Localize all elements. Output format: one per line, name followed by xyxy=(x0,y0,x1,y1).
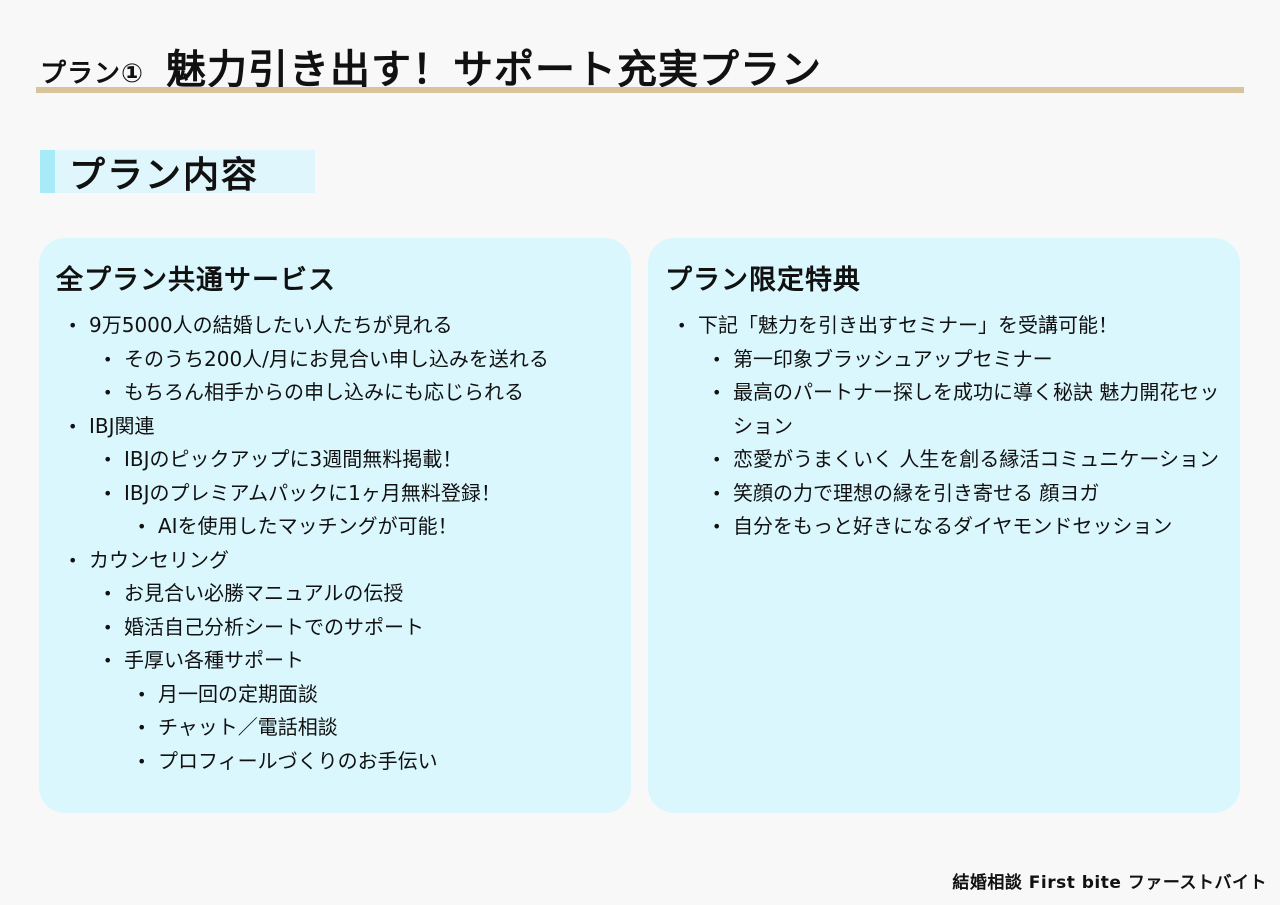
list-item: 自分をもっと好きになるダイヤモンドセッション xyxy=(648,510,1230,544)
list-item: 最高のパートナー探しを成功に導く秘訣 魅力開花セッション xyxy=(648,376,1230,443)
list-item: もちろん相手からの申し込みにも応じられる xyxy=(39,376,621,410)
list-item: 第一印象ブラッシュアップセミナー xyxy=(648,343,1230,377)
list-item: 婚活自己分析シートでのサポート xyxy=(39,611,621,645)
list-item: 下記「魅力を引き出すセミナー」を受講可能！ xyxy=(648,309,1230,343)
list-item: 手厚い各種サポート xyxy=(39,644,621,678)
list-item: 恋愛がうまくいく 人生を創る縁活コミュニケーション xyxy=(648,443,1230,477)
page-title-row: プラン① 魅力引き出す！サポート充実プラン xyxy=(40,40,1244,95)
plan-benefits-card: プラン限定特典 下記「魅力を引き出すセミナー」を受講可能！第一印象ブラッシュアッ… xyxy=(648,238,1240,813)
card-title: 全プラン共通サービス xyxy=(56,265,336,296)
list-item: 9万5000人の結婚したい人たちが見れる xyxy=(39,309,621,343)
list-item: お見合い必勝マニュアルの伝授 xyxy=(39,577,621,611)
card-title: プラン限定特典 xyxy=(665,265,861,296)
list-item: そのうち200人/月にお見合い申し込みを送れる xyxy=(39,343,621,377)
list-item: 笑顔の力で理想の縁を引き寄せる 顔ヨガ xyxy=(648,477,1230,511)
common-services-list: 9万5000人の結婚したい人たちが見れるそのうち200人/月にお見合い申し込みを… xyxy=(39,309,621,778)
footer-brand: 結婚相談 First bite ファーストバイト xyxy=(952,873,1267,893)
title-underline xyxy=(36,87,1244,93)
list-item: チャット／電話相談 xyxy=(39,711,621,745)
section-heading: プラン内容 xyxy=(40,150,315,196)
list-item: カウンセリング xyxy=(39,544,621,578)
common-services-card: 全プラン共通サービス 9万5000人の結婚したい人たちが見れるそのうち200人/… xyxy=(39,238,631,813)
list-item: 月一回の定期面談 xyxy=(39,678,621,712)
plan-number: プラン① xyxy=(40,59,145,89)
section-accent-bar xyxy=(40,150,55,193)
page-title: 魅力引き出す！サポート充実プラン xyxy=(166,47,823,93)
list-item: プロフィールづくりのお手伝い xyxy=(39,745,621,779)
list-item: IBJのピックアップに3週間無料掲載！ xyxy=(39,443,621,477)
section-title: プラン内容 xyxy=(69,154,260,196)
list-item: IBJのプレミアムパックに1ヶ月無料登録！ xyxy=(39,477,621,511)
list-item: IBJ関連 xyxy=(39,410,621,444)
list-item: AIを使用したマッチングが可能！ xyxy=(39,510,621,544)
plan-benefits-list: 下記「魅力を引き出すセミナー」を受講可能！第一印象ブラッシュアップセミナー最高の… xyxy=(648,309,1230,544)
